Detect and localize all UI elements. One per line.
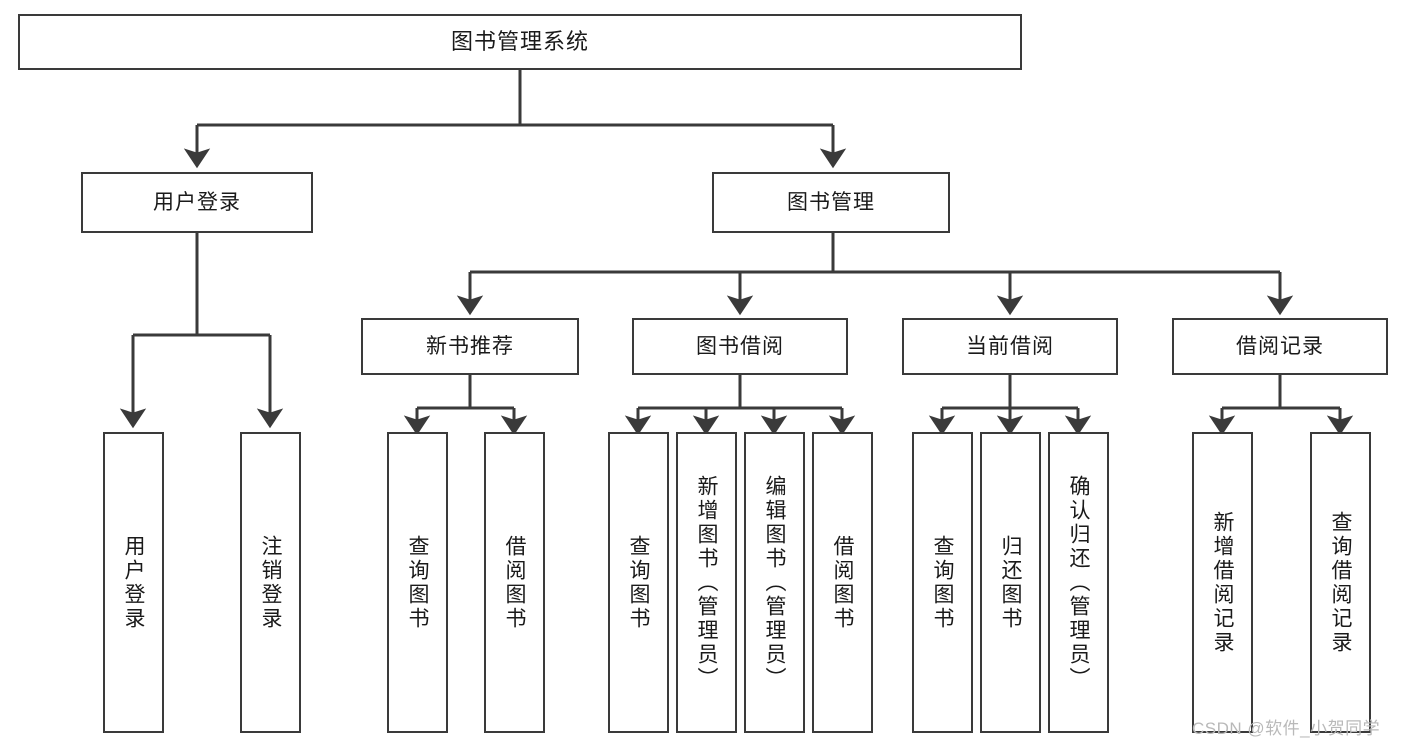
leaf-query-books-current[interactable]: 查询图书 bbox=[912, 432, 973, 733]
leaf-borrow-books-recommendation[interactable]: 借阅图书 bbox=[484, 432, 545, 733]
node-label: 编辑图书（管理员） bbox=[763, 474, 786, 691]
node-label: 查询借阅记录 bbox=[1329, 510, 1352, 655]
node-label: 确认归还（管理员） bbox=[1067, 474, 1090, 691]
node-label: 图书借阅 bbox=[696, 334, 784, 358]
node-label: 新增图书（管理员） bbox=[695, 474, 718, 691]
leaf-add-book-admin[interactable]: 新增图书（管理员） bbox=[676, 432, 737, 733]
node-label: 新增借阅记录 bbox=[1211, 510, 1234, 655]
node-label: 注销登录 bbox=[259, 534, 282, 631]
node-label: 借阅图书 bbox=[503, 534, 526, 631]
node-new-book-recommendation[interactable]: 新书推荐 bbox=[361, 318, 579, 375]
leaf-borrow-books[interactable]: 借阅图书 bbox=[812, 432, 873, 733]
leaf-logout[interactable]: 注销登录 bbox=[240, 432, 301, 733]
node-label: 新书推荐 bbox=[426, 334, 514, 358]
leaf-return-books[interactable]: 归还图书 bbox=[980, 432, 1041, 733]
node-label: 借阅图书 bbox=[831, 534, 854, 631]
node-label: 当前借阅 bbox=[966, 334, 1054, 358]
node-book-management[interactable]: 图书管理 bbox=[712, 172, 950, 233]
leaf-confirm-return-admin[interactable]: 确认归还（管理员） bbox=[1048, 432, 1109, 733]
node-label: 用户登录 bbox=[153, 190, 241, 214]
leaf-add-borrow-record[interactable]: 新增借阅记录 bbox=[1192, 432, 1253, 733]
node-label: 借阅记录 bbox=[1236, 334, 1324, 358]
leaf-user-login[interactable]: 用户登录 bbox=[103, 432, 164, 733]
node-label: 查询图书 bbox=[627, 534, 650, 631]
leaf-query-books-borrow[interactable]: 查询图书 bbox=[608, 432, 669, 733]
node-current-borrowing[interactable]: 当前借阅 bbox=[902, 318, 1118, 375]
node-root-book-management-system[interactable]: 图书管理系统 bbox=[18, 14, 1022, 70]
node-user-login[interactable]: 用户登录 bbox=[81, 172, 313, 233]
node-book-borrowing[interactable]: 图书借阅 bbox=[632, 318, 848, 375]
leaf-edit-book-admin[interactable]: 编辑图书（管理员） bbox=[744, 432, 805, 733]
csdn-watermark: CSDN @软件_小贺同学 bbox=[1192, 719, 1381, 738]
node-label: 图书管理 bbox=[787, 190, 875, 214]
node-label: 用户登录 bbox=[122, 534, 145, 631]
node-label: 归还图书 bbox=[999, 534, 1022, 631]
node-borrowing-records[interactable]: 借阅记录 bbox=[1172, 318, 1388, 375]
leaf-query-books-recommendation[interactable]: 查询图书 bbox=[387, 432, 448, 733]
node-label: 查询图书 bbox=[406, 534, 429, 631]
leaf-query-borrow-record[interactable]: 查询借阅记录 bbox=[1310, 432, 1371, 733]
node-label: 查询图书 bbox=[931, 534, 954, 631]
node-label: 图书管理系统 bbox=[450, 28, 589, 54]
